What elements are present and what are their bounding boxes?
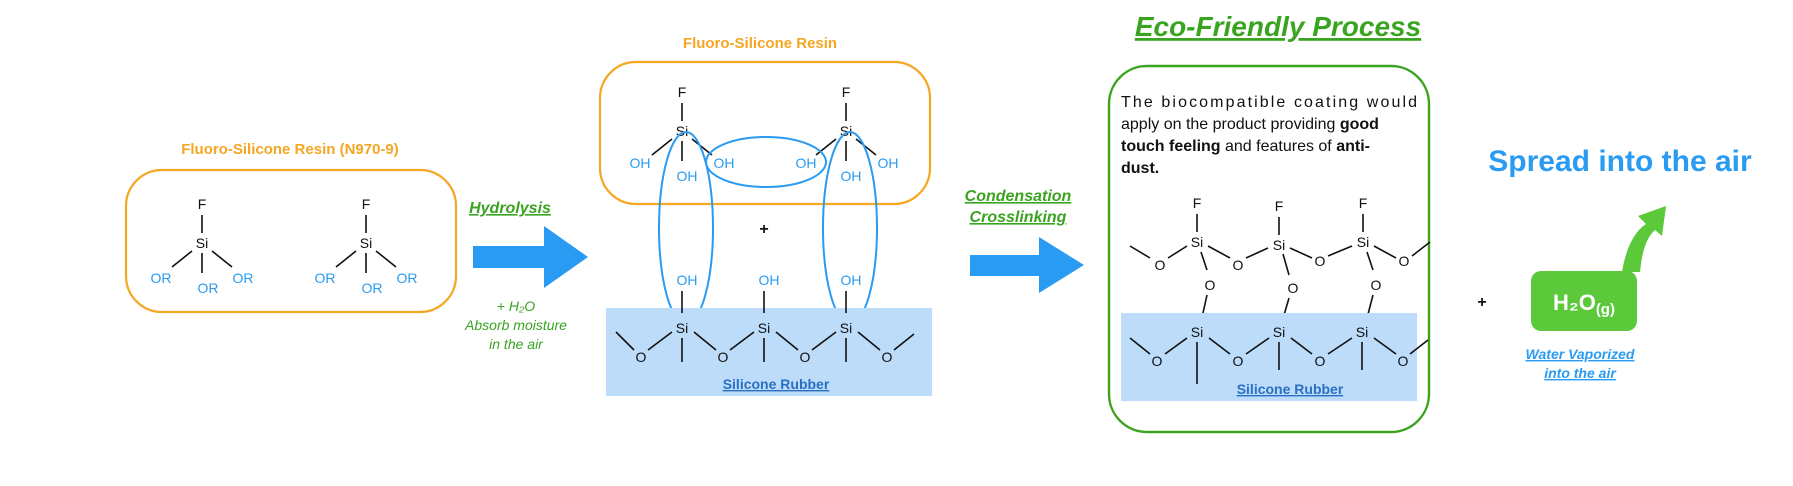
svg-text:OH: OH [759, 272, 780, 288]
svg-text:OH: OH [878, 155, 899, 171]
water-formula: H₂O(g) [1553, 290, 1615, 318]
svg-text:Si: Si [676, 320, 688, 336]
svg-text:O: O [718, 349, 729, 365]
svg-text:O: O [1288, 280, 1299, 296]
silicone-rubber-label-1: Silicone Rubber [723, 376, 830, 392]
silanol-molecule-1: OH OH OH [630, 83, 735, 184]
svg-text:OR: OR [315, 270, 336, 286]
spread-into-air-title: Spread into the air [1488, 145, 1752, 178]
svg-text:apply on the product providing: apply on the product providing good [1121, 116, 1379, 133]
plus-sign-2: + [1477, 294, 1486, 311]
silicone-rubber-substrate-1 [606, 308, 932, 396]
rising-arrow [1622, 206, 1666, 272]
oh-pair-ellipse-left [658, 131, 714, 325]
hydrolysis-arrow [473, 226, 588, 288]
svg-text:O: O [1398, 353, 1409, 369]
svg-text:The biocompatible coating woul: The biocompatible coating would [1121, 94, 1417, 111]
silane-molecule-2: OR OR OR [315, 195, 418, 296]
svg-text:O: O [1152, 353, 1163, 369]
svg-text:OR: OR [151, 270, 172, 286]
water-vapor-box [1531, 271, 1637, 331]
condensation-label-2: Crosslinking [970, 209, 1067, 226]
svg-text:O: O [1371, 277, 1382, 293]
hydrolysis-note-1: + H₂O [497, 298, 536, 314]
svg-text:OH: OH [796, 155, 817, 171]
svg-text:O: O [800, 349, 811, 365]
svg-text:O: O [1233, 257, 1244, 273]
eco-friendly-title: Eco-Friendly Process [1135, 11, 1421, 42]
svg-text:O: O [1315, 253, 1326, 269]
silanol-molecule-2: OH OH OH [796, 83, 899, 184]
svg-text:OH: OH [841, 168, 862, 184]
svg-text:O: O [1205, 277, 1216, 293]
substrate-surface-1: OH OH OH Si Si Si O O O O [615, 272, 915, 365]
eco-process-box [1107, 64, 1431, 434]
oh-pair-ellipse-right [822, 131, 878, 325]
hydrolysis-note-2: Absorb moisture [464, 317, 567, 333]
silicone-rubber-substrate-2 [1121, 313, 1417, 401]
hydrolysis-note-3: in the air [489, 336, 544, 352]
svg-text:touch feeling and features of: touch feeling and features of anti- [1121, 138, 1370, 155]
svg-text:O: O [1155, 257, 1166, 273]
silane-molecule-1: OR OR OR [151, 195, 254, 296]
water-caption-1: Water Vaporized [1526, 346, 1635, 362]
silicone-rubber-label-2: Silicone Rubber [1237, 381, 1344, 397]
svg-text:OR: OR [362, 280, 383, 296]
svg-text:O: O [1399, 253, 1410, 269]
resin-n970-title: Fluoro-Silicone Resin (N970-9) [181, 141, 399, 158]
svg-text:O: O [882, 349, 893, 365]
svg-text:Si: Si [1273, 324, 1285, 340]
svg-text:OR: OR [397, 270, 418, 286]
svg-text:OR: OR [233, 270, 254, 286]
svg-text:Si: Si [840, 320, 852, 336]
svg-text:OH: OH [677, 272, 698, 288]
svg-text:OH: OH [630, 155, 651, 171]
resin-hydrolyzed-box [598, 60, 932, 206]
svg-text:O: O [1233, 353, 1244, 369]
hydrolysis-label: Hydrolysis [469, 200, 551, 217]
svg-text:Si: Si [758, 320, 770, 336]
svg-text:Si: Si [1356, 324, 1368, 340]
svg-text:O: O [1315, 353, 1326, 369]
svg-text:OR: OR [198, 280, 219, 296]
resin-n970-box [124, 168, 458, 314]
svg-text:OH: OH [677, 168, 698, 184]
svg-text:O: O [636, 349, 647, 365]
water-caption-2: into the air [1544, 365, 1617, 381]
crosslinked-network: O O O O O O O [1129, 194, 1431, 323]
eco-description: The biocompatible coating would apply on… [1121, 94, 1417, 177]
svg-text:Si: Si [1191, 324, 1203, 340]
svg-text:OH: OH [714, 155, 735, 171]
substrate-surface-2: Si Si Si O O O O [1129, 324, 1429, 384]
condensation-label-1: Condensation [965, 188, 1072, 205]
svg-text:dust.: dust. [1121, 160, 1159, 177]
plus-sign-1: + [759, 221, 768, 238]
svg-text:OH: OH [841, 272, 862, 288]
condensation-arrow [970, 237, 1084, 293]
resin-hydrolyzed-title: Fluoro-Silicone Resin [683, 35, 837, 52]
